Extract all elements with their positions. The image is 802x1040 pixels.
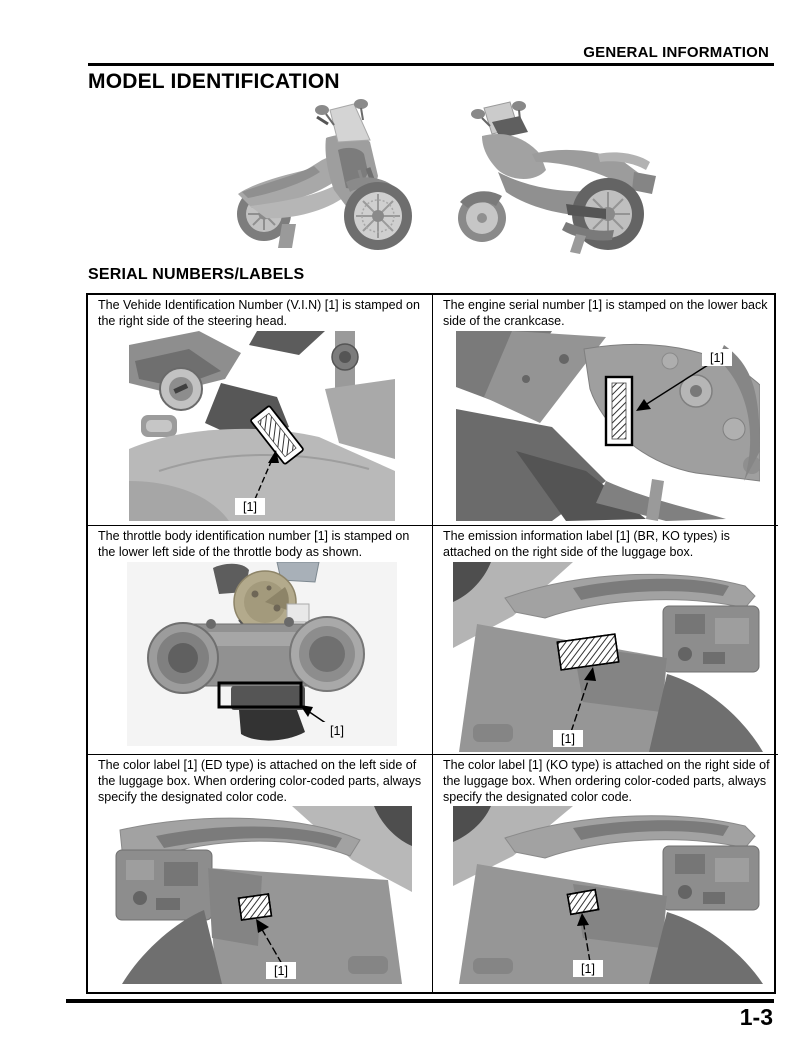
steering-head-vin-illustration: [1] — [129, 330, 395, 521]
section-heading: SERIAL NUMBERS/LABELS — [88, 266, 305, 283]
figure-wrapper: [1] — [443, 330, 772, 525]
luggage-box-emission-label-illustration: [1] — [452, 561, 763, 752]
callout-1-label: [1] — [274, 964, 288, 978]
figure-wrapper: [1] — [98, 330, 426, 525]
callout-1-label: [1] — [330, 724, 344, 738]
figure-wrapper: [1] — [443, 561, 772, 754]
footer-rule — [66, 999, 774, 1003]
cell-caption: The throttle body identification number … — [98, 529, 410, 559]
callout-1-label: [1] — [710, 351, 724, 365]
luggage-box-color-label-ed-illustration: [1] — [115, 806, 412, 985]
motorcycle-rear-right-view-illustration — [458, 101, 656, 254]
callout-1-label: [1] — [561, 732, 575, 746]
cell-caption: The Vehide Identification Number (V.I.N)… — [98, 298, 420, 328]
cell-throttle-body: The throttle body identification number … — [88, 526, 433, 755]
serial-numbers-labels-table: The Vehide Identification Number (V.I.N)… — [86, 293, 778, 994]
luggage-box-color-label-ko-illustration: [1] — [452, 806, 763, 985]
cell-color-label-ko: The color label [1] (KO type) is attache… — [433, 755, 778, 992]
cell-engine-serial: The engine serial number [1] is stamped … — [433, 295, 778, 526]
figure-wrapper: [1] — [98, 561, 426, 751]
page-title: MODEL IDENTIFICATION — [88, 70, 340, 93]
cell-emission-label: The emission information label [1] (BR, … — [433, 526, 778, 755]
page-number: 1-3 — [739, 1004, 773, 1030]
motorcycle-front-left-view-illustration — [237, 99, 412, 250]
cell-color-label-ed: The color label [1] (ED type) is attache… — [88, 755, 433, 992]
cell-caption: The engine serial number [1] is stamped … — [443, 298, 768, 328]
cell-caption: The emission information label [1] (BR, … — [443, 529, 730, 559]
figure-wrapper: [1] — [443, 806, 772, 989]
cell-vin: The Vehide Identification Number (V.I.N)… — [88, 295, 433, 526]
throttle-body-photo: [1] — [127, 561, 397, 746]
header-rule — [88, 63, 774, 66]
cell-caption: The color label [1] (ED type) is attache… — [98, 758, 422, 804]
crankcase-serial-illustration: [1] — [455, 330, 761, 521]
chapter-header: GENERAL INFORMATION — [583, 44, 769, 61]
model-identification-figures — [222, 98, 668, 260]
figure-wrapper: [1] — [98, 806, 426, 989]
callout-1-label: [1] — [581, 962, 595, 976]
callout-1-label: [1] — [243, 500, 257, 514]
cell-caption: The color label [1] (KO type) is attache… — [443, 758, 770, 804]
